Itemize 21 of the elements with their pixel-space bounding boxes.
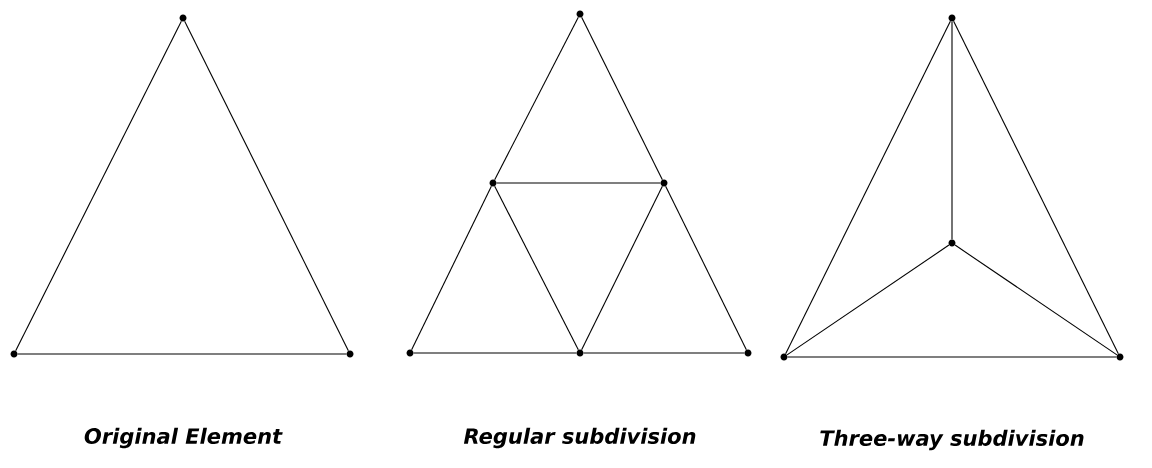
line bbox=[494, 185, 579, 351]
line bbox=[413, 352, 577, 354]
line bbox=[787, 356, 1117, 358]
line bbox=[583, 352, 745, 354]
line bbox=[581, 185, 663, 351]
line bbox=[785, 20, 951, 355]
line bbox=[951, 21, 953, 240]
line bbox=[17, 353, 347, 355]
line bbox=[954, 244, 1118, 356]
line bbox=[786, 244, 950, 356]
line bbox=[15, 20, 182, 352]
line bbox=[411, 185, 492, 351]
line bbox=[953, 20, 1119, 355]
caption: Three-way subdivision bbox=[820, 429, 1084, 451]
line bbox=[184, 20, 349, 352]
caption: Original Element bbox=[84, 427, 283, 449]
line bbox=[665, 185, 747, 351]
caption: Regular subdivision bbox=[463, 427, 696, 449]
line bbox=[581, 16, 663, 181]
line bbox=[494, 16, 579, 181]
line bbox=[496, 182, 661, 184]
